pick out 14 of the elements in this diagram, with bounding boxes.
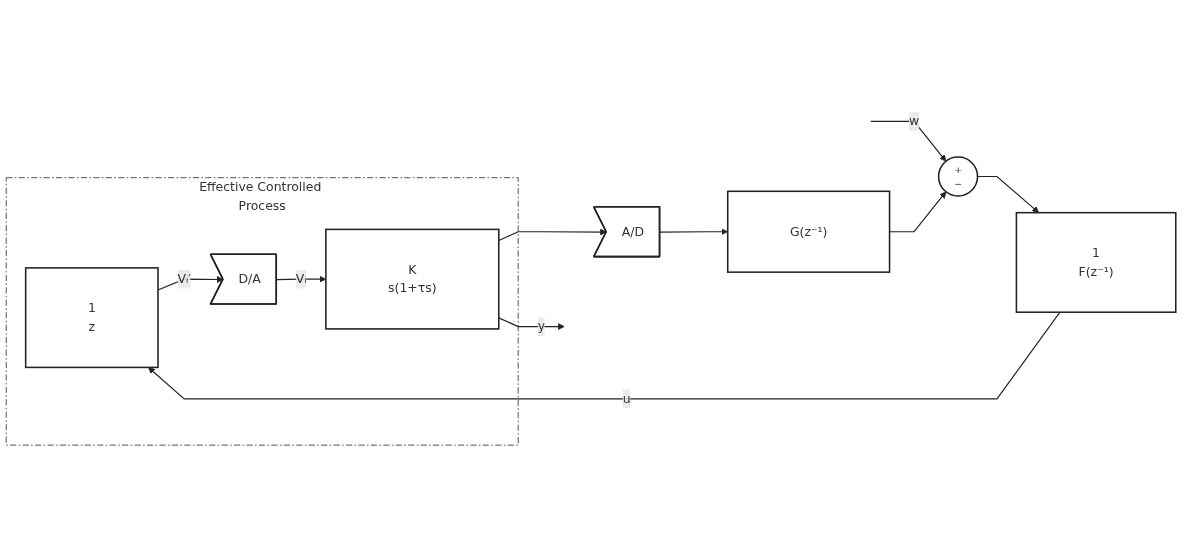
edge-label: Vᵢ <box>295 271 307 287</box>
edge-label: Vᵢ′ <box>177 271 191 287</box>
arrow <box>498 317 565 331</box>
node-box: 1 z <box>24 267 159 369</box>
edge-label: y <box>537 319 546 334</box>
arrow <box>498 228 607 242</box>
node-box: K s(1+τs) <box>325 228 500 330</box>
edge-label: u <box>622 391 631 407</box>
arrow <box>148 311 1061 400</box>
node-box: G(z⁻¹) <box>726 190 891 274</box>
node-box: 1 F(z⁻¹) <box>1015 212 1177 314</box>
edge-label: w <box>908 113 920 129</box>
node-circle: + − <box>937 156 979 198</box>
arrow <box>870 121 947 162</box>
